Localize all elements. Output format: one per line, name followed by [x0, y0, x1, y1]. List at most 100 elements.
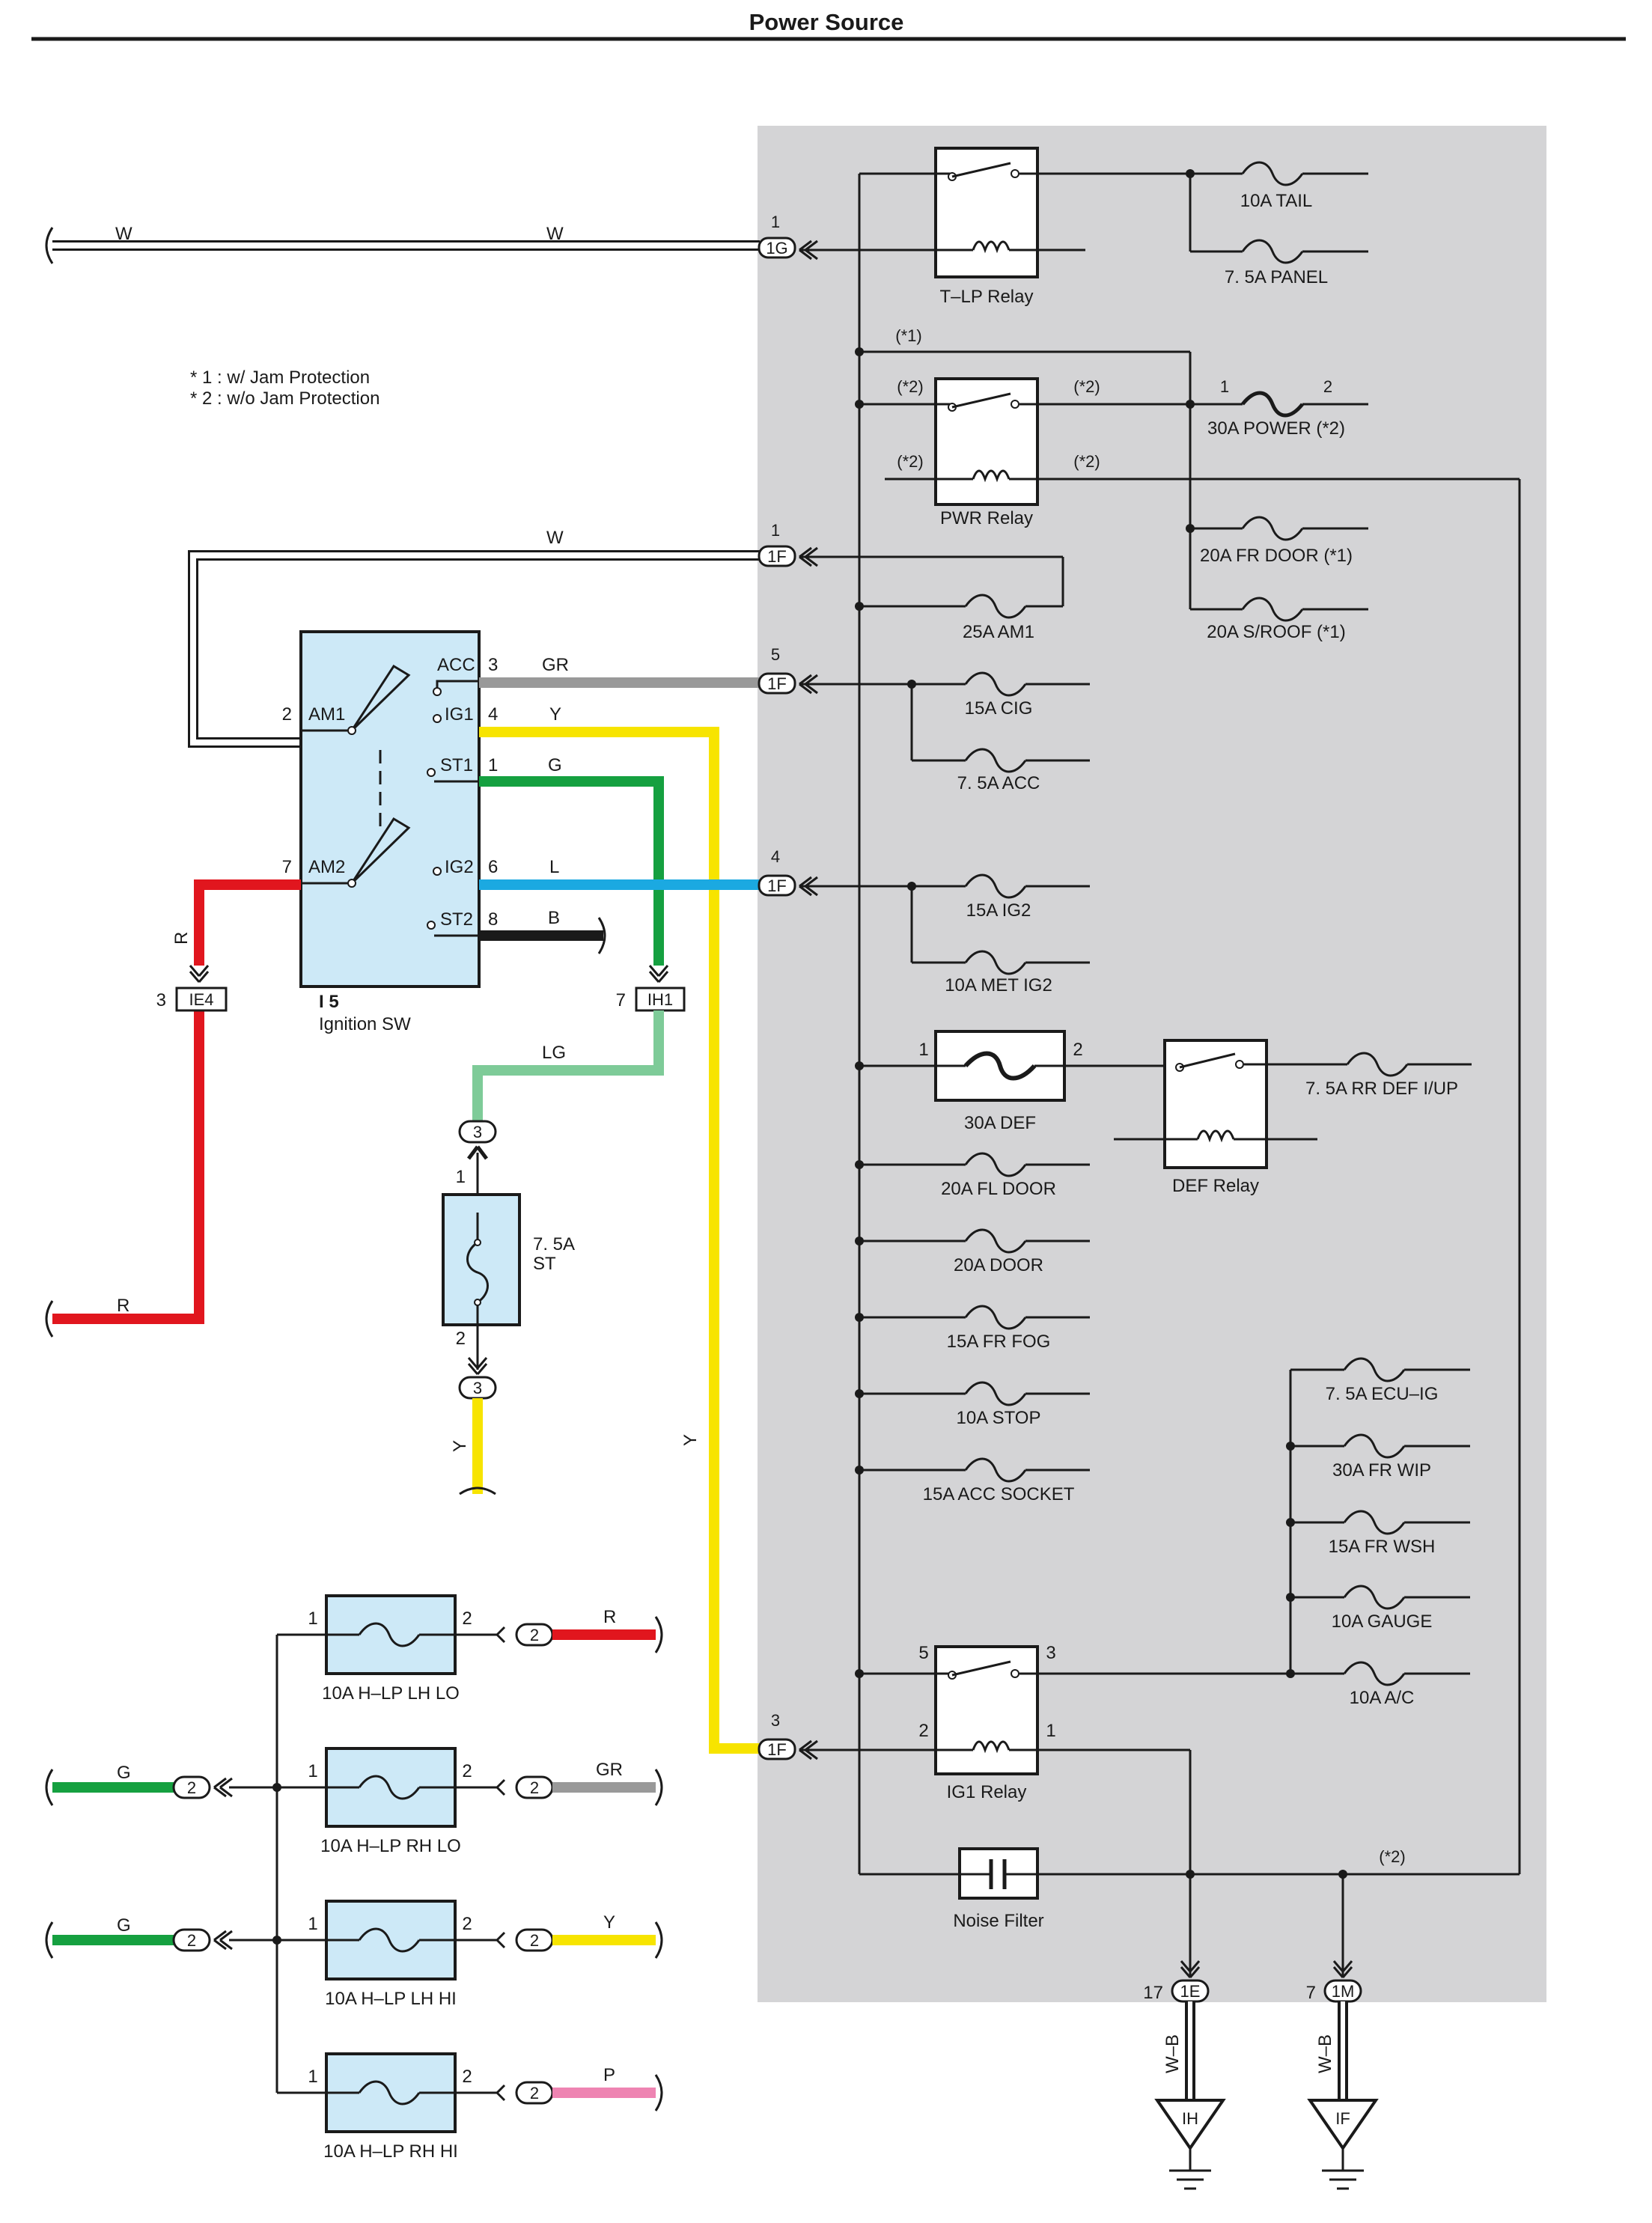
svg-text:3: 3: [488, 655, 498, 675]
fuse-hlp-lh-lo: 1 2 10A H–LP LH LO: [277, 1594, 497, 1704]
svg-text:1: 1: [308, 1914, 317, 1934]
svg-text:7: 7: [1306, 1983, 1316, 2003]
hl-out-rh-hi: 2 P: [496, 2065, 663, 2111]
connector-1m: 1M 7 W–B: [1306, 1960, 1362, 2100]
note-no-jam-protection: * 2 : w/o Jam Protection: [190, 388, 380, 409]
svg-text:1: 1: [771, 521, 780, 540]
fuse-frdoor: 20A FR DOOR (*1): [1186, 516, 1368, 566]
svg-text:1: 1: [918, 1040, 928, 1060]
svg-text:30A POWER (*2): 30A POWER (*2): [1207, 418, 1345, 439]
svg-text:ST: ST: [533, 1254, 556, 1274]
connector-1g: 1G 1: [758, 213, 819, 260]
hl-out-rh-lo: 2 GR: [496, 1760, 663, 1806]
svg-text:1E: 1E: [1180, 1982, 1201, 2001]
wire-label-g1: G: [548, 755, 562, 775]
wire-r-am2: R R: [45, 879, 301, 1338]
svg-text:ST2: ST2: [440, 909, 473, 930]
fuse-frwsh: 15A FR WSH: [1286, 1510, 1470, 1557]
fuse-accsocket: 15A ACC SOCKET: [855, 1457, 1090, 1504]
mark-2d: (*2): [1073, 452, 1100, 471]
mark-2c: (*2): [897, 452, 923, 471]
svg-text:20A DOOR: 20A DOOR: [954, 1255, 1043, 1275]
tlp-relay: T–LP Relay: [859, 147, 1190, 307]
svg-text:17: 17: [1143, 1983, 1163, 2003]
fuse-cig: 15A CIG: [964, 671, 1090, 719]
svg-text:20A S/ROOF (*1): 20A S/ROOF (*1): [1207, 622, 1345, 642]
svg-text:15A ACC SOCKET: 15A ACC SOCKET: [923, 1484, 1075, 1504]
svg-text:DEF Relay: DEF Relay: [1172, 1176, 1259, 1196]
wire-g-hl1: G 2: [45, 1763, 234, 1806]
svg-text:IG1 Relay: IG1 Relay: [947, 1782, 1027, 1802]
connector-ih1: IH1 7: [616, 964, 686, 1012]
fuse-power: 1 2 30A POWER (*2): [1186, 377, 1368, 439]
wire-label-l1: L: [549, 857, 559, 877]
connector-1f-pin5: 1F 5: [758, 645, 966, 762]
pin-3-top: 3: [458, 1120, 497, 1144]
svg-text:10A H–LP RH HI: 10A H–LP RH HI: [323, 2141, 458, 2162]
wire-label-gr: GR: [542, 655, 569, 675]
hl-out-lh-hi: 2 Y: [496, 1912, 663, 1959]
mark-2e: (*2): [1379, 1847, 1405, 1866]
headlight-bus: [229, 1635, 281, 2093]
svg-text:IH: IH: [1182, 2109, 1198, 2128]
pwr-relay-label: PWR Relay: [940, 508, 1033, 528]
svg-text:1F: 1F: [767, 876, 787, 895]
fuse-fldoor: 20A FL DOOR: [855, 1152, 1090, 1199]
wire-y-st: Y: [450, 1398, 496, 1495]
svg-text:Y: Y: [603, 1912, 615, 1933]
svg-text:IG2: IG2: [445, 857, 474, 877]
svg-text:20A FL DOOR: 20A FL DOOR: [941, 1179, 1056, 1199]
mark-2a: (*2): [897, 377, 923, 396]
connector-1f-pin1: 1F 1: [758, 521, 1064, 606]
fuse-acc: 7. 5A ACC: [957, 748, 1090, 793]
svg-text:10A H–LP LH LO: 10A H–LP LH LO: [322, 1683, 460, 1704]
svg-text:2: 2: [1073, 1040, 1082, 1060]
svg-text:P: P: [603, 2065, 615, 2085]
switch-name: Ignition SW: [319, 1014, 411, 1034]
svg-text:1: 1: [488, 755, 498, 775]
svg-text:IF: IF: [1335, 2109, 1350, 2128]
wire-lg: LG: [472, 1010, 664, 1121]
fuse-rrdef: 7. 5A RR DEF I/UP: [1305, 1052, 1472, 1099]
noise-filter: Noise Filter (*2): [859, 1847, 1520, 1976]
svg-text:IH1: IH1: [647, 990, 673, 1009]
svg-text:ST1: ST1: [440, 755, 473, 775]
svg-text:7. 5A ACC: 7. 5A ACC: [957, 773, 1040, 793]
svg-text:ACC: ACC: [437, 655, 475, 675]
svg-text:3: 3: [473, 1379, 482, 1397]
def-relay: DEF Relay: [1114, 1039, 1347, 1196]
wire-label-r1: R: [171, 932, 192, 945]
svg-text:10A GAUGE: 10A GAUGE: [1332, 1611, 1433, 1632]
wire-gr-acc: GR: [479, 655, 760, 688]
hl-out-lh-lo: 2 R: [496, 1607, 663, 1653]
wire-label-wb1: W–B: [1162, 2034, 1183, 2073]
wire-w-am1: W: [188, 528, 760, 748]
svg-text:15A FR WSH: 15A FR WSH: [1329, 1537, 1436, 1557]
svg-text:2: 2: [530, 2084, 539, 2102]
svg-text:30A DEF: 30A DEF: [964, 1113, 1036, 1133]
wire-y-ig1: Y Y: [479, 704, 760, 1754]
wire-label-wb2: W–B: [1315, 2034, 1335, 2073]
svg-text:IG1: IG1: [445, 704, 474, 725]
ground-if: IF: [1307, 2099, 1379, 2190]
svg-text:1: 1: [308, 1608, 317, 1629]
fuse-metig2: 10A MET IG2: [945, 950, 1090, 995]
fuse-am1: 25A AM1: [855, 594, 1063, 642]
svg-text:7: 7: [282, 857, 292, 877]
pin-1g: 1: [771, 213, 780, 231]
ig1-relay: 5 3 2 1 IG1 Relay: [799, 1643, 1290, 1976]
svg-text:1F: 1F: [767, 674, 787, 693]
connector-1e: 1E 17 W–B: [1143, 1960, 1210, 2100]
svg-text:2: 2: [1323, 377, 1332, 396]
svg-text:10A A/C: 10A A/C: [1350, 1688, 1415, 1708]
svg-text:1F: 1F: [767, 547, 787, 566]
svg-text:10A TAIL: 10A TAIL: [1240, 191, 1313, 211]
jam-protection-jumper: (*1): [855, 326, 1192, 609]
svg-text:AM1: AM1: [308, 704, 345, 725]
pin-3-bottom: 3: [458, 1376, 497, 1400]
svg-text:5: 5: [918, 1643, 928, 1663]
fuse-tail: 10A TAIL: [1186, 161, 1368, 211]
fuse-gauge: 10A GAUGE: [1286, 1585, 1470, 1632]
svg-text:1G: 1G: [766, 239, 787, 257]
svg-text:2: 2: [462, 1608, 472, 1629]
